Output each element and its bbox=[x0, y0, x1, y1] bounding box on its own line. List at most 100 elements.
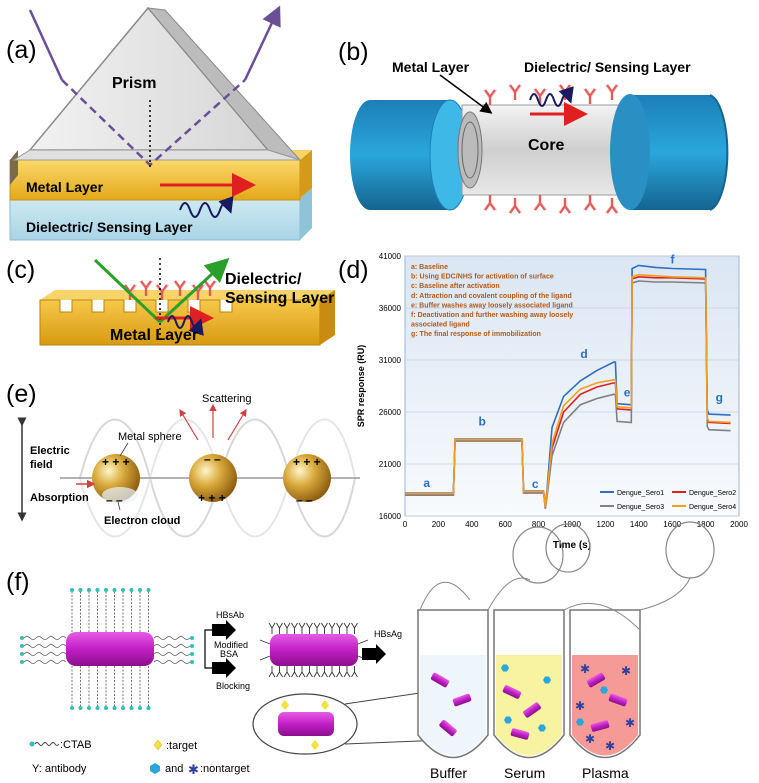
hbsab-label-2: Modified bbox=[214, 640, 248, 650]
evanescent-wave bbox=[179, 196, 234, 218]
cap-string-3 bbox=[563, 602, 641, 631]
tube-nanorods: ✱✱✱✱✱✱ bbox=[430, 662, 635, 753]
hbsab-label-1: HBsAb bbox=[216, 610, 244, 620]
cloud-pointer bbox=[117, 501, 121, 511]
chart-grid bbox=[405, 255, 739, 517]
inset-nanorod bbox=[278, 712, 334, 736]
metal-layer-b-label: Metal Layer bbox=[392, 59, 470, 75]
prism-base bbox=[12, 149, 301, 161]
annotation-line: c: Baseline after activation bbox=[411, 283, 500, 290]
y-tick-label: 31000 bbox=[379, 356, 402, 365]
dielectric-b-label: Dielectric/ Sensing Layer bbox=[524, 59, 691, 75]
metal-sphere-label: Metal sphere bbox=[118, 431, 182, 443]
inset-target-1 bbox=[281, 700, 289, 710]
bsa-label-1: BSA bbox=[220, 649, 238, 659]
series-line-dengue_sero3 bbox=[405, 280, 731, 509]
charge-plus-2: + + + bbox=[198, 491, 226, 505]
ctab-coating-vertical bbox=[70, 588, 151, 710]
legend-entry: Dengue_Sero1 bbox=[617, 490, 664, 497]
phase-label-a: a bbox=[423, 476, 430, 490]
charge-minus-3: – – bbox=[296, 493, 313, 507]
gold-nanorod-ctab bbox=[66, 632, 154, 666]
antibody-row-bottom bbox=[268, 666, 358, 678]
legend-target-label: :target bbox=[166, 740, 197, 752]
buffer-label: Buffer bbox=[430, 765, 467, 781]
phase-label-c: c bbox=[532, 477, 539, 491]
hbsab-arrow bbox=[212, 620, 236, 640]
evanescent-wave-b bbox=[529, 86, 574, 107]
cap-string-1 bbox=[419, 581, 471, 611]
antibodies-bottom bbox=[482, 193, 620, 215]
phase-label-f: f bbox=[671, 252, 676, 266]
legend-antibody-label: Y: antibody bbox=[32, 763, 87, 775]
buffer-liquid bbox=[420, 655, 486, 756]
electron-cloud bbox=[102, 487, 138, 503]
scattering-label: Scattering bbox=[202, 393, 252, 405]
right-cylinder bbox=[630, 95, 728, 210]
cap-serum bbox=[545, 523, 591, 573]
annotation-line: f: Deactivation and further washing away… bbox=[411, 312, 573, 319]
charge-plus-3: + + + bbox=[293, 455, 321, 469]
core-label: Core bbox=[528, 137, 565, 154]
x-tick-label: 1800 bbox=[697, 520, 715, 529]
annotation-line: g: The final response of immobilization bbox=[411, 331, 541, 338]
panel-a-label: (a) bbox=[6, 36, 37, 64]
antibody-row-top bbox=[259, 622, 369, 661]
hbsag-arrow bbox=[362, 644, 386, 664]
electric-label-1: Electric bbox=[30, 445, 70, 457]
panel-d-label: (d) bbox=[338, 256, 369, 284]
ctab-head-icon bbox=[29, 741, 35, 747]
bsa-label-2: Blocking bbox=[216, 681, 250, 691]
right-cylinder-face bbox=[610, 94, 650, 210]
panel-b: (b) Metal Layer Dielectric/ Sensing Laye… bbox=[338, 38, 729, 215]
y-tick-label: 21000 bbox=[379, 460, 402, 469]
phase-label-d: d bbox=[580, 347, 587, 361]
absorption-label: Absorption bbox=[30, 492, 89, 504]
dielectric-label: Dielectric/ Sensing Layer bbox=[26, 219, 193, 235]
target-icon bbox=[153, 739, 163, 751]
charge-minus-2: – – bbox=[204, 452, 221, 466]
panel-c-label: (c) bbox=[6, 256, 35, 284]
x-tick-label: 0 bbox=[403, 520, 408, 529]
nontarget-hex-icon bbox=[150, 763, 160, 774]
panel-e-label: (e) bbox=[6, 380, 37, 408]
svg-text:✱: ✱ bbox=[625, 716, 635, 730]
scatter-arrow-1 bbox=[179, 408, 199, 441]
phase-label-e: e bbox=[624, 385, 631, 399]
y-tick-label: 26000 bbox=[379, 408, 402, 417]
grating-metal bbox=[39, 299, 321, 346]
x-tick-label: 1200 bbox=[597, 520, 615, 529]
dielectric-c-line2: Sensing Layer bbox=[225, 290, 334, 307]
gold-nanorod-modified bbox=[270, 634, 358, 666]
bsa-arrow bbox=[212, 658, 236, 678]
metal-sphere-2 bbox=[189, 454, 237, 502]
ctab-coating-horizontal bbox=[20, 636, 194, 664]
scatter-arrow-3 bbox=[227, 408, 247, 441]
right-cylinder-edge bbox=[709, 94, 729, 211]
chart-series bbox=[405, 264, 731, 509]
legend-and-label: and bbox=[165, 763, 183, 775]
annotation-line: b: Using EDC/NHS for activation of surfa… bbox=[411, 274, 554, 281]
y-tick-label: 36000 bbox=[379, 304, 402, 313]
legend-ctab: :CTAB bbox=[29, 739, 92, 751]
inset-target-2 bbox=[321, 700, 329, 710]
incident-ray bbox=[28, 9, 64, 81]
x-tick-label: 600 bbox=[499, 520, 513, 529]
reflected-ray bbox=[243, 5, 281, 81]
legend-entry: Dengue_Sero3 bbox=[617, 504, 664, 511]
nontarget-star-icon: ✱ bbox=[188, 762, 199, 777]
annotation-line: d: Attraction and covalent coupling of t… bbox=[411, 293, 572, 300]
x-tick-label: 400 bbox=[465, 520, 479, 529]
y-axis-label: SPR response (RU) bbox=[356, 345, 366, 428]
svg-text:✱: ✱ bbox=[605, 739, 615, 753]
legend-ctab-label: :CTAB bbox=[60, 739, 92, 751]
cap-buffer bbox=[512, 526, 564, 584]
panel-f: (f) HBsAb Modified BSA Blocking HBsAg bbox=[6, 521, 715, 781]
dielectric-side bbox=[300, 188, 312, 240]
evanescent-wave-c bbox=[167, 315, 204, 336]
annotation-line: e: Buffer washes away loosely associated… bbox=[411, 302, 573, 309]
electron-cloud-label: Electron cloud bbox=[104, 515, 180, 527]
